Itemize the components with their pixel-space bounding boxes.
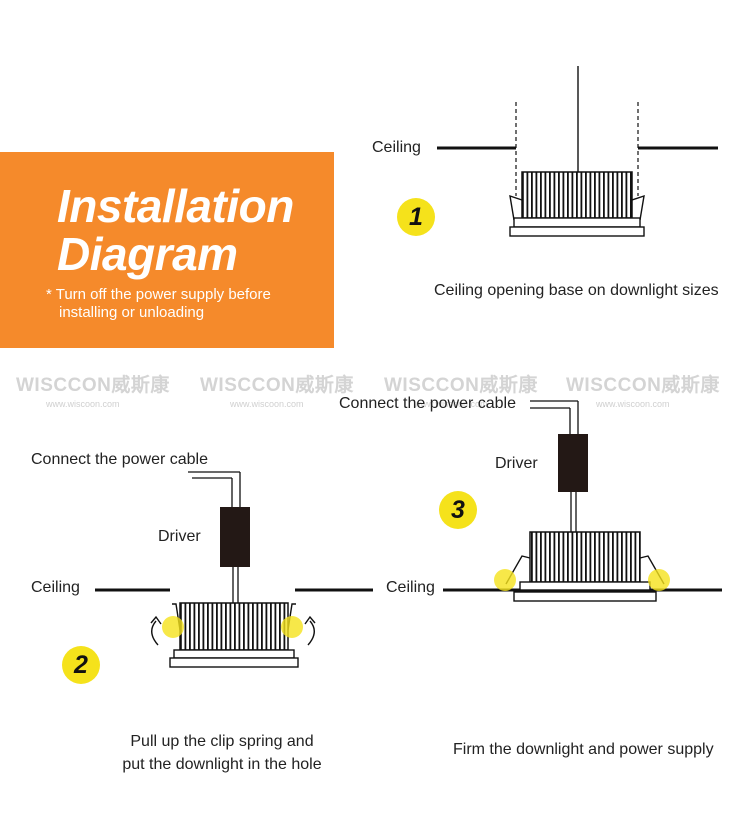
step1-heatsink: [521, 171, 633, 219]
safety-note-line1: * Turn off the power supply before: [46, 286, 271, 303]
step2-driver-box: [220, 507, 250, 567]
watermark-brand: WISCCON威斯康: [384, 375, 538, 396]
step2-caption-line2: put the downlight in the hole: [122, 756, 322, 773]
step3-driver-box: [558, 434, 588, 492]
step3-driver-label: Driver: [495, 455, 538, 472]
step3-trim: [519, 581, 651, 591]
step2-cable-label: Connect the power cable: [31, 451, 208, 468]
step1-clip-left: [509, 194, 523, 221]
step2-illustration: [95, 471, 373, 668]
banner-title-line2: Diagram: [57, 228, 238, 280]
step2-number-badge: 2: [62, 646, 100, 684]
watermark: WISCCON威斯康 www.wiscoon.com: [16, 370, 196, 409]
step1-illustration: [437, 66, 718, 237]
watermark: WISCCON威斯康 www.wiscoon.com: [200, 370, 380, 409]
step1-caption: Ceiling opening base on downlight sizes: [434, 282, 719, 299]
step2-driver-label: Driver: [158, 528, 201, 545]
step2-clip-highlight-right: [281, 616, 303, 638]
watermark-url: www.wiscoon.com: [230, 399, 304, 409]
banner-title: Installation Diagram: [57, 182, 294, 278]
watermark-url: www.wiscoon.com: [46, 399, 120, 409]
step3-heatsink: [529, 531, 641, 583]
watermark-brand: WISCCON威斯康: [566, 375, 720, 396]
step2-heatsink: [179, 602, 289, 651]
watermark-url: www.wiscoon.com: [414, 399, 488, 409]
step2-trim: [173, 649, 295, 659]
step3-illustration: [443, 400, 722, 602]
step1-trim: [513, 217, 641, 228]
title-banner: Installation Diagram * Turn off the powe…: [0, 152, 334, 348]
step3-bezel: [513, 591, 657, 602]
step3-ceiling-label: Ceiling: [386, 579, 435, 596]
step2-arrow-right: [307, 620, 315, 646]
watermark: WISCCON威斯康 www.wiscoon.com: [566, 370, 746, 409]
watermark-brand: WISCCON威斯康: [16, 375, 170, 396]
watermark-url: www.wiscoon.com: [596, 399, 670, 409]
banner-title-line1: Installation: [57, 180, 294, 232]
step2-caption-line1: Pull up the clip spring and: [130, 733, 314, 750]
step3-clip-highlight-left: [494, 569, 516, 591]
step2-arrow-left: [151, 620, 159, 646]
step1-clip-right: [631, 194, 645, 221]
watermark-brand: WISCCON威斯康: [200, 375, 354, 396]
step2-arrowhead-left: [150, 615, 162, 625]
step1-number-badge: 1: [397, 198, 435, 236]
step3-caption: Firm the downlight and power supply: [453, 741, 714, 758]
step1-bezel: [509, 226, 645, 237]
step2-arrowhead-right: [304, 615, 316, 625]
step2-ceiling-label: Ceiling: [31, 579, 80, 596]
safety-note: * Turn off the power supply before insta…: [46, 286, 271, 322]
watermark-row: WISCCON威斯康 www.wiscoon.com WISCCON威斯康 ww…: [0, 370, 750, 410]
step3-cable-label: Connect the power cable: [339, 395, 516, 412]
step2-bezel: [169, 657, 299, 668]
safety-note-line2: installing or unloading: [59, 304, 205, 321]
step2-clip-highlight-left: [162, 616, 184, 638]
step1-ceiling-label: Ceiling: [372, 139, 421, 156]
step3-number-badge: 3: [439, 491, 477, 529]
step2-caption: Pull up the clip spring and put the down…: [110, 730, 334, 776]
watermark: WISCCON威斯康 www.wiscoon.com: [384, 370, 564, 409]
step3-clip-highlight-right: [648, 569, 670, 591]
